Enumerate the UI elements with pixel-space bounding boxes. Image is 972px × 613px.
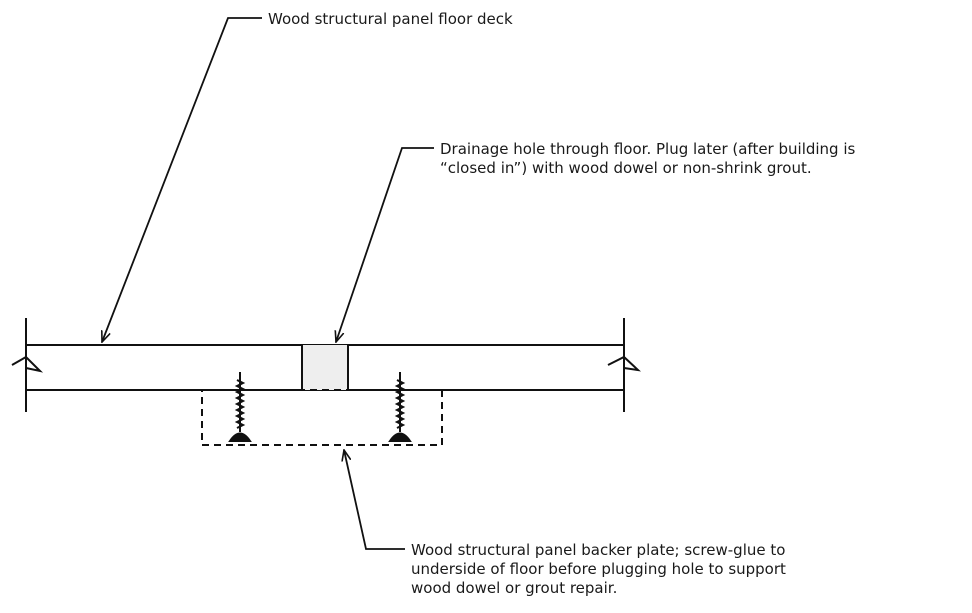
label-backer-plate: Wood structural panel backer plate; scre… xyxy=(411,541,786,598)
leader-hole xyxy=(336,147,434,342)
label-drainage-hole-line-1: Drainage hole through floor. Plug later … xyxy=(440,140,856,158)
left-break-symbol xyxy=(11,355,44,373)
label-backer-plate-line-2: underside of floor before plugging hole … xyxy=(411,560,786,578)
right-break-symbol xyxy=(607,355,642,372)
label-drainage-hole: Drainage hole through floor. Plug later … xyxy=(440,140,855,178)
label-drainage-hole-line-2: “closed in”) with wood dowel or non-shri… xyxy=(440,159,812,177)
label-backer-plate-line-3: wood dowel or grout repair. xyxy=(411,579,618,597)
screw-left xyxy=(228,372,252,442)
label-backer-plate-line-1: Wood structural panel backer plate; scre… xyxy=(411,541,786,559)
label-floor-deck: Wood structural panel floor deck xyxy=(268,10,513,29)
leader-backer xyxy=(344,450,405,550)
leader-deck xyxy=(102,17,262,342)
screw-right xyxy=(388,372,412,442)
backer-plate xyxy=(201,389,443,446)
drainage-hole-plug xyxy=(302,345,348,390)
label-floor-deck-line-1: Wood structural panel floor deck xyxy=(268,10,513,28)
